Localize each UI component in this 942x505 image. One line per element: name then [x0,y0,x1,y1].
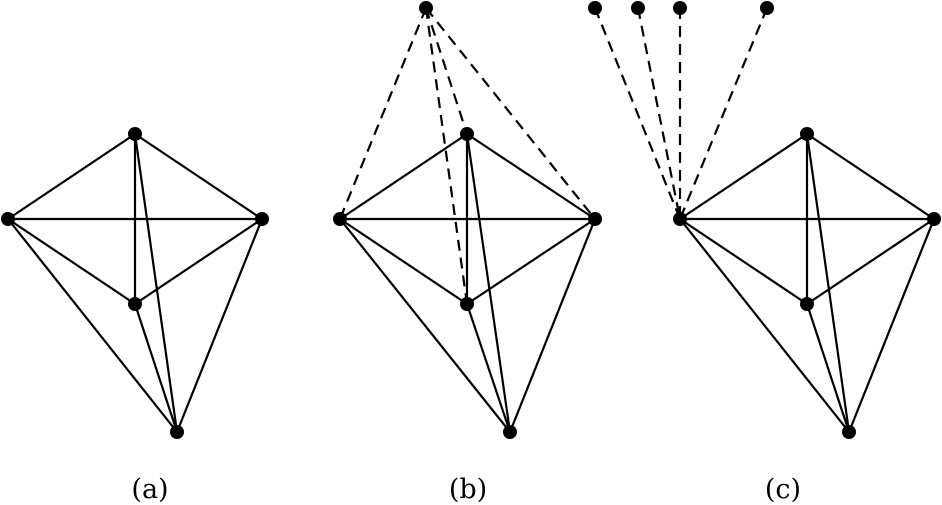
panel-b-solid-edge-right-bottom [508,217,597,434]
panel-c-vertex-pendant3 [673,1,687,15]
panel-c-vertices [588,1,941,439]
panel-c-vertex-right [927,212,941,226]
panel-b-solid-edge-top-bottom [465,132,512,434]
panel-a-vertices [1,127,269,439]
panel-c-vertex-bottom [842,425,856,439]
panel-b-vertex-top [460,127,474,141]
panel-b-vertex-left [333,212,347,226]
panel-c-solid-edge-left-middle [678,217,809,306]
panel-b-solid-edge-left-bottom [338,217,512,434]
panel-a-edges [6,132,264,434]
panel-b-dashed-edge-apex-right [425,7,596,220]
panel-a-vertex-right [255,212,269,226]
panel-c-vertex-pendant1 [588,1,602,15]
panel-b-vertex-middle [460,297,474,311]
panel-c-dashed-edge-pendant2-left [636,7,682,220]
panel-b-solid-edge-top-right [465,132,597,221]
panel-c-dashed-edge-pendant1-left [593,7,682,220]
panel-b-label: (b) [449,474,487,505]
panel-c-vertex-middle [800,297,814,311]
panel-a-solid-edge-right-middle [133,217,264,306]
panel-c-solid-edge-left-bottom [678,217,851,434]
panel-b-vertex-right [588,212,602,226]
panel-a-solid-edge-middle-bottom [133,302,179,434]
panel-a-solid-edge-left-middle [6,217,137,306]
panel-c-vertex-pendant2 [631,1,645,15]
panel-b-dashed-edge-apex-left [338,7,428,220]
panel-c-solid-edge-top-right [805,132,936,221]
panel-b-vertex-apex [419,1,433,15]
panel-c-edges [593,7,936,434]
panel-b-solid-edge-left-middle [338,217,469,306]
panel-c-solid-edge-right-middle [805,217,936,306]
panel-a-vertex-left [1,212,15,226]
panel-b: (b) [333,1,602,505]
panel-b-vertices [333,1,602,439]
panel-c-vertex-pendant4 [760,1,774,15]
panel-b-dashed-edge-apex-top [424,7,469,135]
panel-a-vertex-middle [128,297,142,311]
panel-a-solid-edge-top-right [133,132,264,221]
panel-b-solid-edge-middle-bottom [465,302,512,434]
panel-a-solid-edge-left-bottom [6,217,179,434]
panel-b-dashed-edge-apex-middle [424,7,469,305]
panel-b-vertex-bottom [503,425,517,439]
panel-c: (c) [588,1,941,505]
panel-a-solid-edge-right-bottom [175,217,264,434]
panel-c-label: (c) [765,474,801,505]
panel-b-solid-edge-right-middle [465,217,597,306]
panel-a: (a) [1,127,269,505]
panel-c-solid-edge-top-left [678,132,809,221]
panel-c-dashed-edge-pendant4-left [678,7,769,220]
panel-c-solid-edge-top-bottom [805,132,851,434]
panel-c-solid-edge-middle-bottom [805,302,851,434]
panel-b-solid-edge-top-left [338,132,469,221]
panel-a-vertex-bottom [170,425,184,439]
panel-c-vertex-top [800,127,814,141]
panel-a-vertex-top [128,127,142,141]
panel-a-solid-edge-top-bottom [133,132,179,434]
panel-a-solid-edge-top-left [6,132,137,221]
panel-a-label: (a) [131,474,168,505]
panel-b-edges [338,7,597,434]
panel-c-solid-edge-right-bottom [847,217,936,434]
panel-c-vertex-left [673,212,687,226]
